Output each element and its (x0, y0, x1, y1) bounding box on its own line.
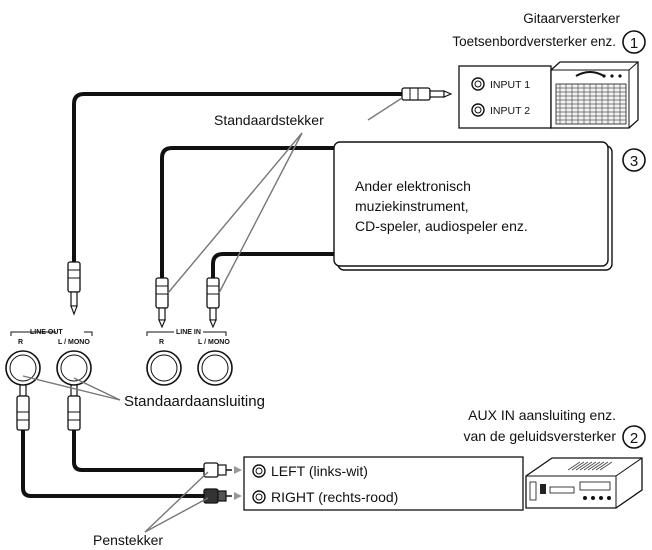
stereo-number-badge (622, 425, 646, 449)
pin-plug-white (203, 462, 242, 478)
callout-lines (22, 97, 403, 533)
amp-input-1-label: INPUT 1 (490, 79, 530, 91)
cable-right (21, 428, 206, 498)
cable-line-in-r (160, 146, 340, 280)
standard-plug-out-top (67, 261, 81, 316)
line-in-panel: LINE IN R L / MONO (146, 329, 233, 386)
pin-plug-red (203, 488, 242, 504)
stereo-input-box (243, 456, 524, 511)
cables (21, 92, 404, 498)
line-out-l-jack[interactable] (56, 350, 92, 386)
line-out-label: LINE OUT (30, 329, 63, 336)
line-out-r-label: R (18, 339, 23, 346)
instrument-number: 3 (630, 153, 638, 170)
amp-input-panel (458, 65, 552, 129)
guitar-amp-icon (550, 61, 639, 129)
left-input-label: LEFT (links-wit) (271, 463, 368, 479)
line-out-r-jack[interactable] (5, 350, 41, 386)
cable-left (72, 428, 206, 472)
cable-line-out-to-amp (72, 92, 404, 264)
line-in-r-label: R (159, 339, 164, 346)
stereo-label-line1: AUX IN aansluiting enz. (468, 407, 616, 423)
arrow-right-icon (234, 492, 242, 500)
amplifier: INPUT 1 INPUT 2 Gitaarversterker Toetsen… (452, 11, 646, 129)
stereo-amplifier: LEFT (links-wit) RIGHT (rechts-rood) AUX… (243, 407, 646, 511)
stereo-label-line2: van de geluidsversterker (463, 428, 616, 444)
amp-label-line2: Toetsenbordversterker enz. (452, 34, 616, 49)
line-in-r-jack[interactable] (146, 350, 182, 386)
line-out-panel: LINE OUT R L / MONO (5, 329, 93, 386)
stereo-receiver-icon (525, 457, 643, 509)
line-in-l-label: L / MONO (198, 339, 230, 346)
pin-plug-label: Penstekker (93, 532, 163, 548)
standard-plug-label: Standaardstekker (214, 112, 324, 128)
amp-input-2-label: INPUT 2 (490, 105, 530, 117)
standard-jack-label: Standaardaansluiting (124, 393, 265, 410)
amp-number: 1 (630, 35, 638, 52)
amp-number-badge (622, 30, 646, 54)
cable-line-in-l (211, 252, 340, 280)
line-in-l-jack[interactable] (197, 350, 233, 386)
stereo-number: 2 (630, 430, 638, 447)
right-input-label: RIGHT (rechts-rood) (271, 489, 398, 505)
standard-plug-amp (401, 87, 453, 101)
instrument-number-badge (622, 148, 646, 172)
line-in-label: LINE IN (176, 329, 201, 336)
amp-label-line1: Gitaarversterker (523, 11, 620, 26)
standard-plug-in-l (206, 277, 220, 329)
instrument-line3: CD-speler, audiospeler enz. (355, 218, 528, 234)
instrument-line1: Ander elektronisch (355, 178, 471, 194)
arrow-left-icon (234, 466, 242, 474)
instrument-line2: muziekinstrument, (355, 198, 469, 214)
line-out-l-label: L / MONO (58, 339, 90, 346)
standard-plug-in-r (155, 277, 169, 329)
instrument-box: Ander elektronisch muziekinstrument, CD-… (333, 141, 646, 271)
